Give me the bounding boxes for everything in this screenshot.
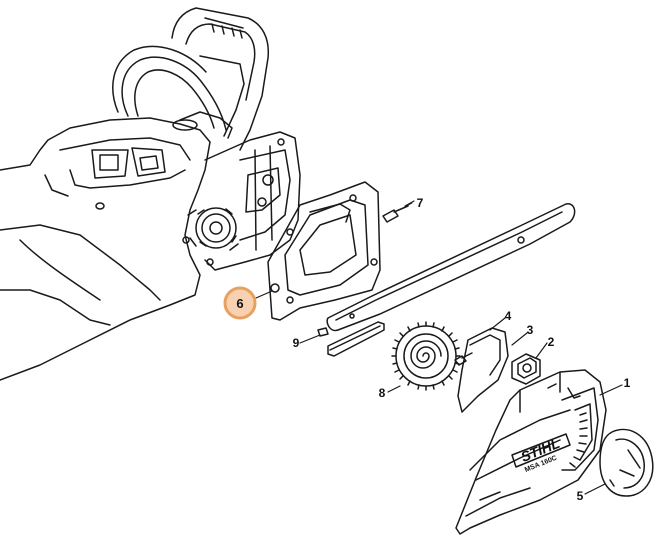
part-2-nut xyxy=(511,353,541,385)
callout-3-label: 3 xyxy=(527,323,534,337)
highlight-circle xyxy=(223,286,257,320)
callout-1-label: 1 xyxy=(624,376,631,390)
chainsaw-body xyxy=(0,7,301,381)
part-5-cap xyxy=(599,428,654,497)
callout-2-label: 2 xyxy=(548,335,555,349)
callout-4-label: 4 xyxy=(505,309,512,323)
part-1-sprocket-cover xyxy=(455,369,607,535)
callout-labels: 7 9 8 4 3 2 1 5 xyxy=(293,196,631,503)
part-9-tensioner-plate xyxy=(317,321,385,357)
part-4-chain-catcher xyxy=(457,327,509,413)
leader-lines xyxy=(255,200,623,495)
callout-8-label: 8 xyxy=(379,386,386,400)
guide-bar xyxy=(326,203,576,332)
callout-6-label: 6 xyxy=(236,296,243,311)
part-7-screw xyxy=(382,202,413,223)
callout-6-highlight: 6 xyxy=(223,286,257,320)
part-6-cover-plate xyxy=(267,181,381,321)
cover-branding: STIHL MSA 160C xyxy=(518,435,562,474)
callout-5-label: 5 xyxy=(577,489,584,503)
callout-7-label: 7 xyxy=(417,196,424,210)
callout-9-label: 9 xyxy=(293,336,300,350)
part-3-screw xyxy=(454,352,473,366)
part-8-sprocket xyxy=(391,321,461,391)
